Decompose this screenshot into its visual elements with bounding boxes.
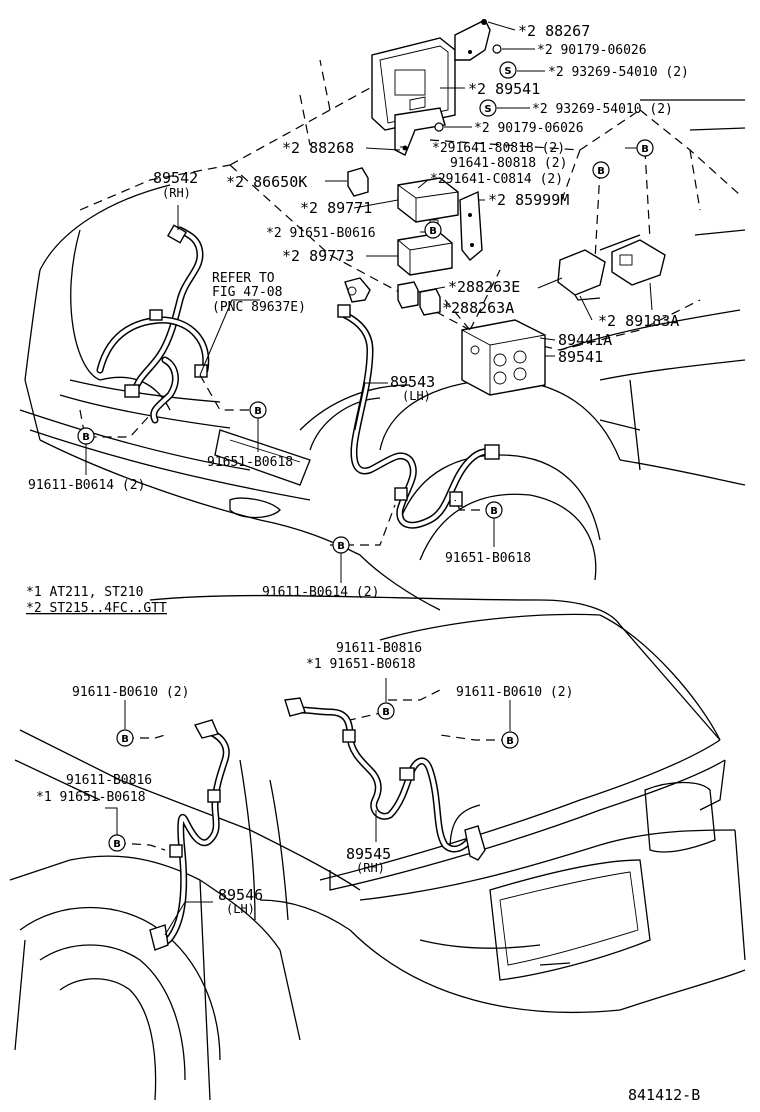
label-leader-lines	[85, 21, 653, 936]
label-90179-b: *2 90179-06026	[474, 121, 584, 136]
label-89542: 89542	[153, 169, 198, 187]
label-89541-a: *2 89541	[468, 80, 540, 98]
svg-text:B: B	[254, 406, 262, 417]
label-93269-b: *2 93269-54010 (2)	[532, 102, 673, 117]
washer-marker-s: S S	[479, 61, 517, 117]
front-vehicle-body	[19, 59, 746, 611]
bolt-marker-b: B B B B B B B B B B B	[77, 139, 654, 852]
refer-line-1: REFER TO	[212, 271, 275, 286]
relays-88263	[397, 281, 441, 316]
label-90179-a: *2 90179-06026	[537, 43, 647, 58]
svg-text:B: B	[597, 166, 605, 177]
part-labels: *2 88267 *2 90179-06026 *2 93269-54010 (…	[26, 22, 700, 1104]
label-89543-lh: (LH)	[402, 389, 431, 403]
label-89541-b: 89541	[558, 348, 603, 366]
label-89183a: *2 89183A	[598, 312, 679, 330]
label-91611-b0610-a: 91611-B0610 (2)	[72, 685, 189, 700]
brake-sensor-89441a	[557, 249, 606, 301]
label-91651-b0618-d: *1 91651-B0618	[36, 790, 146, 805]
label-89545-rh: (RH)	[356, 861, 385, 875]
label-93269-a: *2 93269-54010 (2)	[548, 65, 689, 80]
refer-line-3: (PNC 89637E)	[212, 300, 306, 315]
label-88268: *2 88268	[282, 139, 354, 157]
svg-text:B: B	[82, 432, 90, 443]
label-91641-a: *291641-80818 (2)	[432, 141, 565, 156]
label-89546-lh: (LH)	[226, 902, 255, 916]
label-89542-rh: (RH)	[162, 186, 191, 200]
refer-line-2: FIG 47-08	[212, 285, 282, 300]
label-89773: *2 89773	[282, 247, 354, 265]
svg-text:S: S	[484, 104, 491, 115]
svg-text:B: B	[429, 226, 437, 237]
label-91651-b0618-b: 91651-B0618	[445, 551, 531, 566]
label-89771: *2 89771	[300, 199, 372, 217]
label-91641-b: 91641-80818 (2)	[450, 156, 567, 171]
svg-text:B: B	[506, 736, 514, 747]
relay-89773	[397, 232, 453, 276]
label-89545: 89545	[346, 845, 391, 863]
note-line-2: *2 ST215..4FC..GTT	[26, 601, 167, 616]
label-91651-b0618-a: 91651-B0618	[207, 455, 293, 470]
label-89543: 89543	[390, 373, 435, 391]
label-89441a: 89441A	[558, 331, 612, 349]
label-91611-b0614-b: 91611-B0614 (2)	[262, 585, 379, 600]
sensor-89183a	[611, 239, 666, 286]
abs-ecu-module	[371, 37, 456, 131]
svg-text:B: B	[121, 734, 129, 745]
label-85999m: *2 85999M	[488, 191, 569, 209]
sensor-wire-89543-lh	[337, 277, 500, 529]
svg-text:S: S	[504, 66, 511, 77]
svg-text:B: B	[113, 839, 121, 850]
sensor-wire-89546-lh	[149, 719, 230, 951]
sensor-wire-89545-rh	[284, 697, 486, 861]
label-89546: 89546	[218, 886, 263, 904]
actuator-89541	[461, 319, 546, 396]
svg-text:B: B	[641, 144, 649, 155]
dashed-leader-lines	[79, 149, 651, 851]
svg-text:B: B	[382, 707, 390, 718]
screws	[434, 44, 502, 132]
label-86650k: *2 86650K	[226, 173, 307, 191]
label-91611-b0816-a: 91611-B0816	[336, 641, 422, 656]
relay-86650k	[347, 167, 369, 197]
bracket-85999m	[459, 190, 483, 261]
label-88263a: *288263A	[442, 299, 514, 317]
label-91611-b0614-a: 91611-B0614 (2)	[28, 478, 145, 493]
label-91651-b0618-c: *1 91651-B0618	[306, 657, 416, 672]
label-91611-b0816-b: 91611-B0816	[66, 773, 152, 788]
label-91641-c: *291641-C0814 (2)	[430, 172, 563, 187]
label-88267: *2 88267	[518, 22, 590, 40]
svg-text:B: B	[337, 541, 345, 552]
figure-number: 841412-B	[628, 1086, 700, 1104]
svg-text:B: B	[490, 506, 498, 517]
label-91611-b0610-b: 91611-B0610 (2)	[456, 685, 573, 700]
label-91651-b0616: *2 91651-B0616	[266, 226, 376, 241]
sensor-wire-89542-rh	[96, 224, 210, 424]
relay-89771	[397, 177, 459, 227]
rear-vehicle-body	[9, 594, 746, 1101]
label-88263e: *288263E	[448, 278, 520, 296]
note-line-1: *1 AT211, ST210	[26, 585, 143, 600]
